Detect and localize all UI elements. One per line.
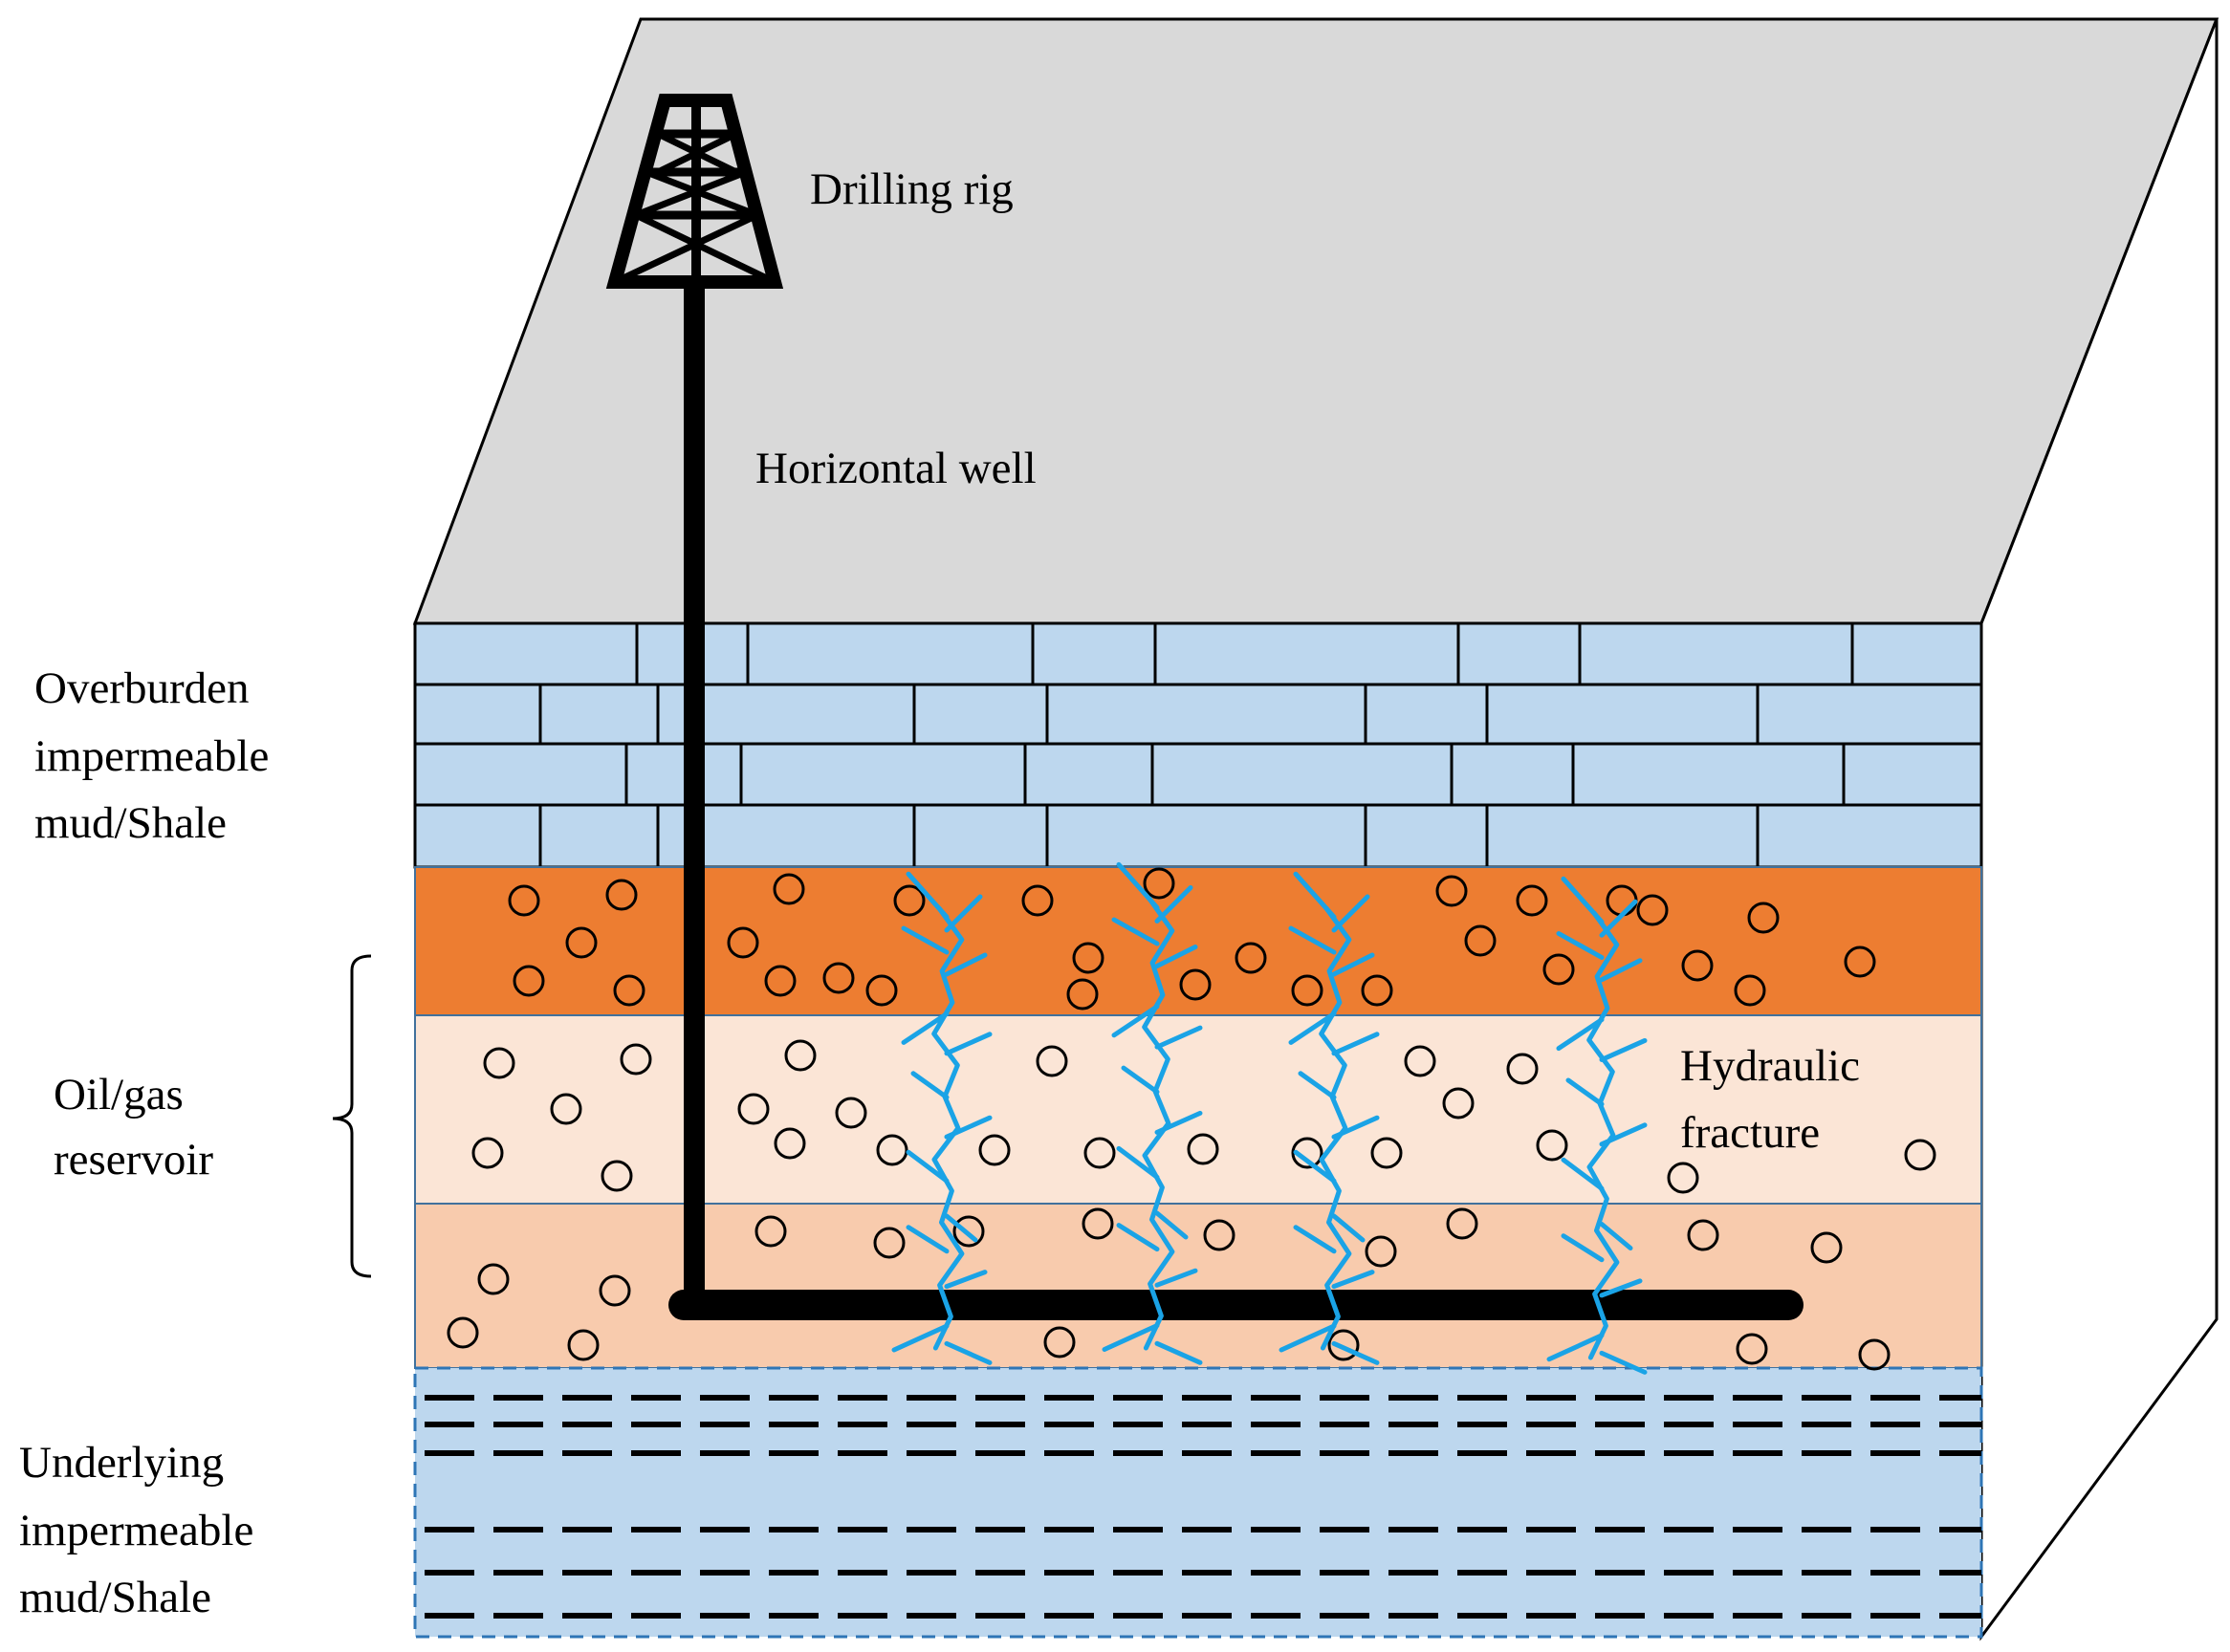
- svg-text:reservoir: reservoir: [54, 1135, 213, 1185]
- fracture-branch-icon: [891, 861, 1648, 1375]
- svg-text:Overburden: Overburden: [34, 663, 249, 713]
- horizontal-well-label: Horizontal well: [755, 444, 1037, 493]
- horizontal-well: [668, 287, 1804, 1320]
- svg-text:fracture: fracture: [1680, 1108, 1820, 1158]
- svg-text:mud/Shale: mud/Shale: [19, 1573, 211, 1622]
- pore-circle-icon: [447, 867, 1936, 1371]
- reservoir-label: Oil/gas reservoir: [54, 1070, 213, 1185]
- reservoir-layer-top: [414, 866, 1982, 1016]
- underlying-label: Underlying impermeable mud/Shale: [19, 1438, 253, 1622]
- svg-text:mud/Shale: mud/Shale: [34, 798, 227, 848]
- svg-text:impermeable: impermeable: [19, 1506, 253, 1555]
- overburden-shale-layer: [413, 621, 1983, 869]
- reservoir-bracket: [332, 954, 372, 1278]
- overburden-label: Overburden impermeable mud/Shale: [34, 663, 269, 848]
- hydraulic-fracture-label: Hydraulic fracture: [1680, 1041, 1860, 1158]
- svg-text:Underlying: Underlying: [19, 1438, 224, 1488]
- svg-text:Hydraulic: Hydraulic: [1680, 1041, 1860, 1091]
- svg-text:impermeable: impermeable: [34, 731, 269, 781]
- svg-text:Oil/gas: Oil/gas: [54, 1070, 184, 1119]
- reservoir-layer-middle: [414, 1014, 1982, 1205]
- drilling-rig-icon: [605, 94, 784, 289]
- underlying-shale-layer: [413, 1366, 1983, 1639]
- reservoir-layer-bottom: [414, 1203, 1982, 1369]
- drilling-rig-label: Drilling rig: [810, 164, 1014, 214]
